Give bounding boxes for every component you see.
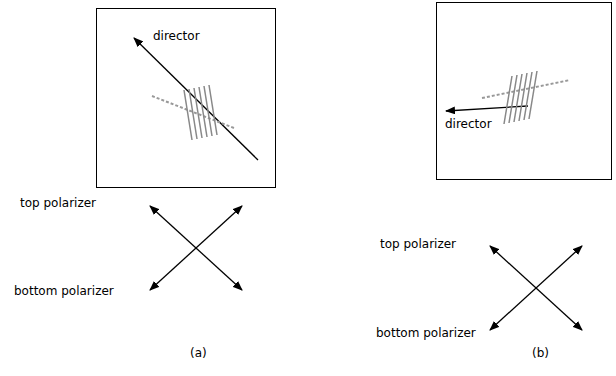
director-label: director xyxy=(153,29,200,43)
director-arrow xyxy=(134,38,258,160)
stripes xyxy=(184,85,217,140)
panel-label: (b) xyxy=(532,346,549,360)
polarizer-label: bottom polarizer xyxy=(376,326,476,340)
polarizer-label: top polarizer xyxy=(20,196,96,210)
sample-box: director xyxy=(96,8,276,188)
director-label: director xyxy=(445,117,492,131)
sample-box: director xyxy=(436,2,612,180)
polarizer-label: bottom polarizer xyxy=(14,284,114,298)
polarizer-label: top polarizer xyxy=(380,237,456,251)
panel-label: (a) xyxy=(190,346,207,360)
stripes xyxy=(504,71,537,124)
polarizer-arrows xyxy=(490,246,582,330)
polarizer-arrows xyxy=(150,206,242,290)
